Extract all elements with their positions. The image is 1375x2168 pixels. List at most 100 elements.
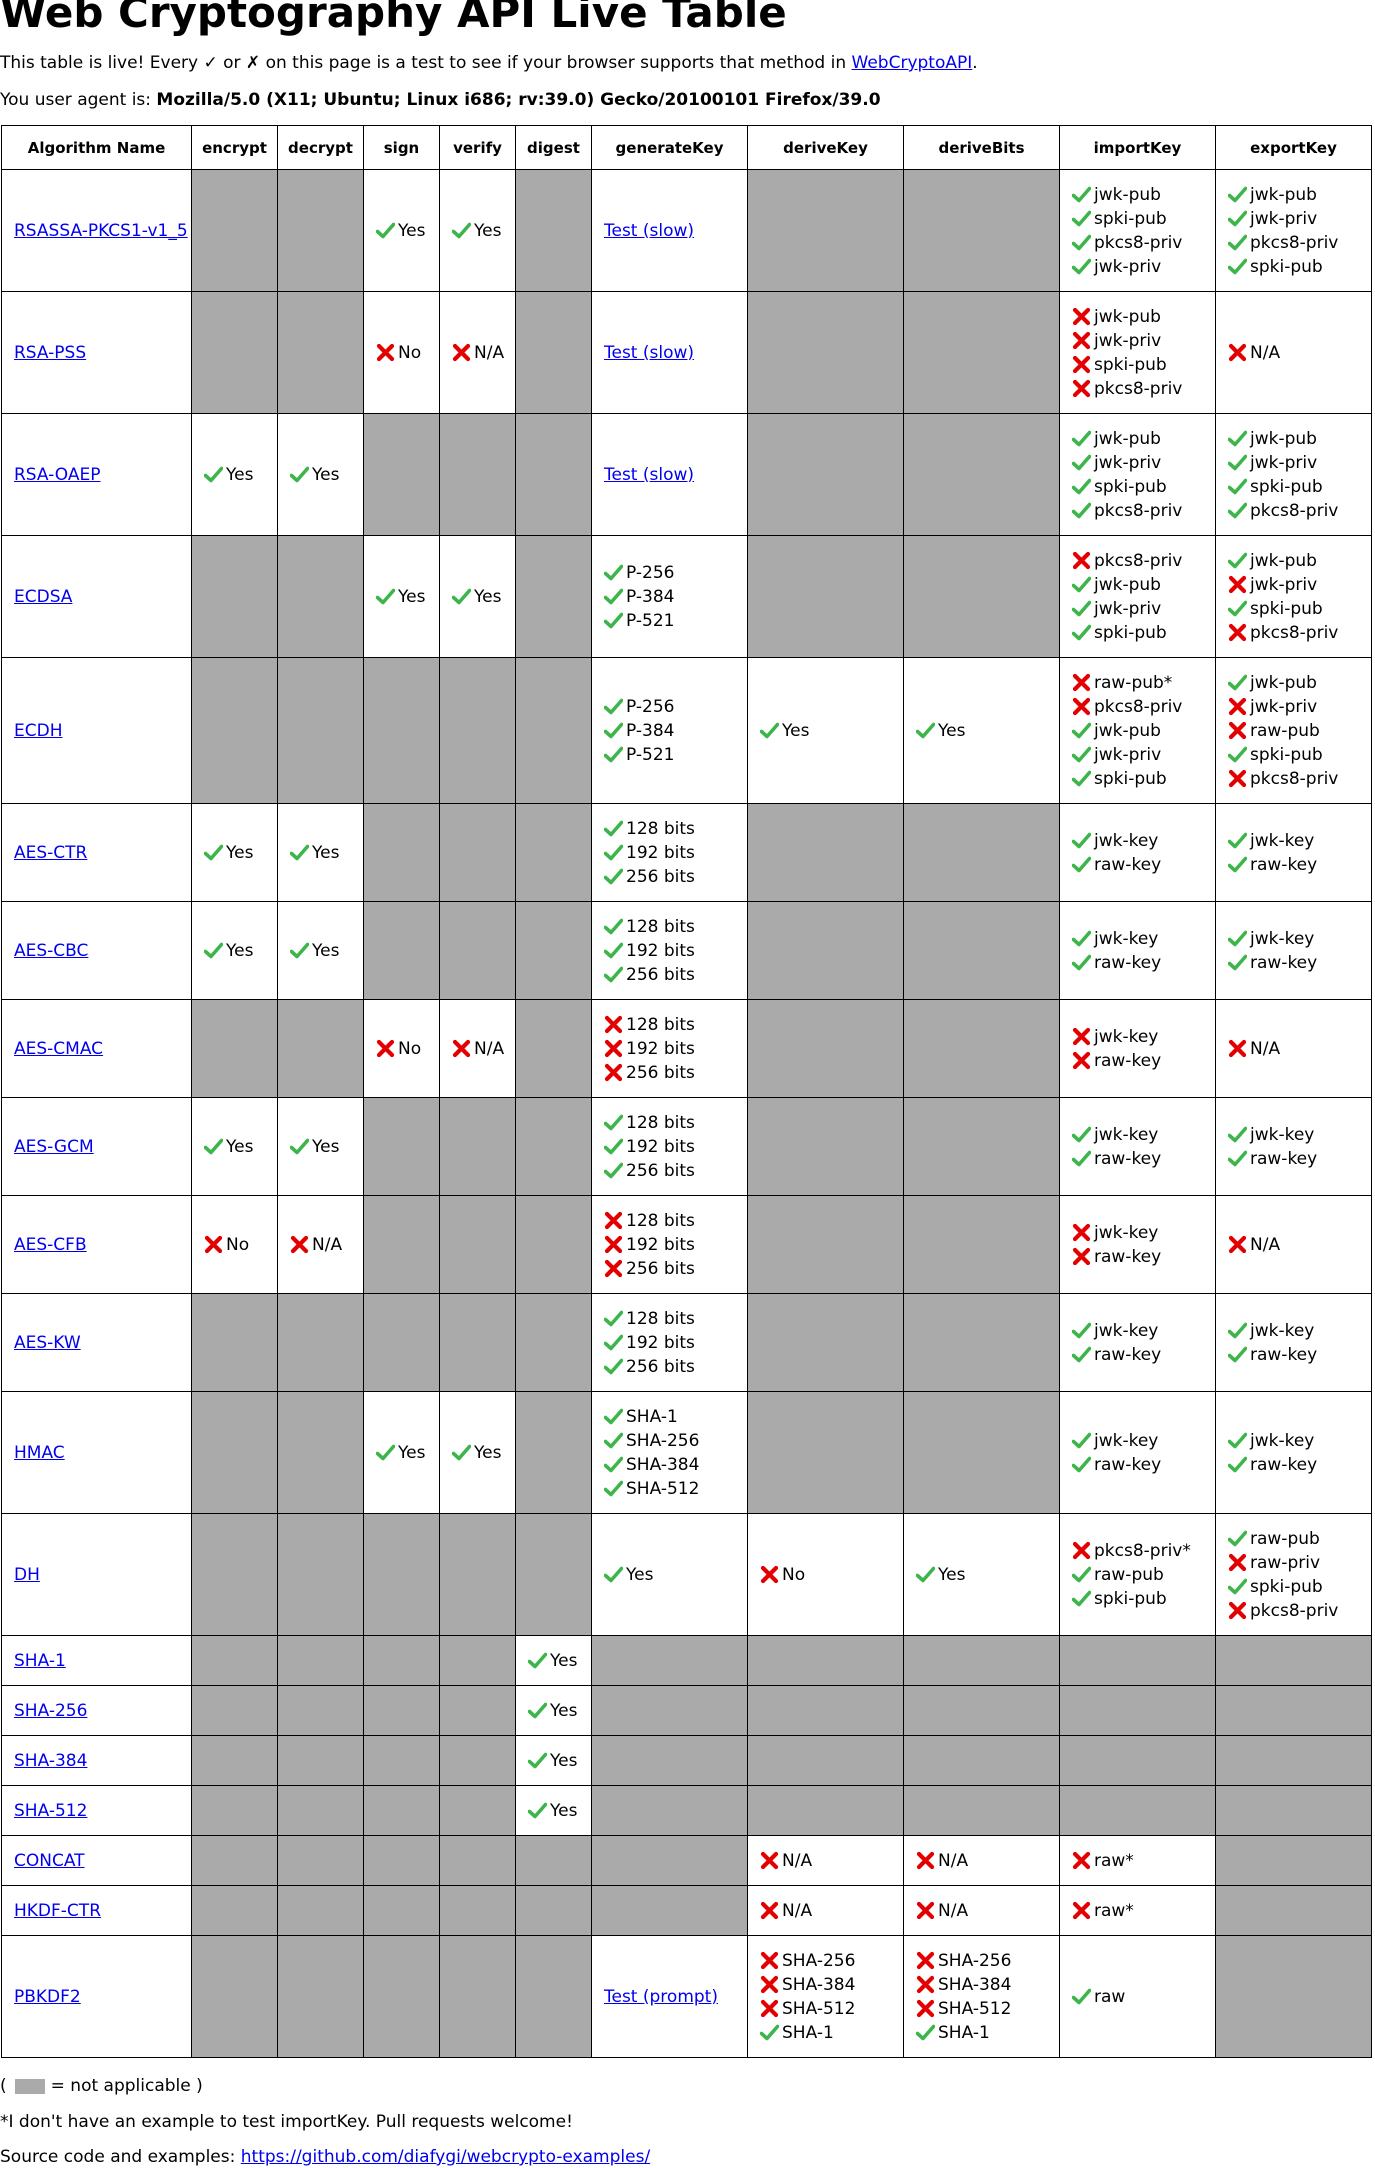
result-label: No: [398, 1038, 422, 1059]
result-line: spki-pub: [1228, 1575, 1371, 1599]
cross-icon: [916, 1951, 935, 1970]
algorithm-link[interactable]: SHA-1: [14, 1650, 66, 1671]
result-line: N/A: [1228, 1233, 1371, 1257]
algorithm-link[interactable]: HKDF-CTR: [14, 1900, 102, 1921]
result-label: raw-key: [1250, 952, 1318, 973]
algorithm-link[interactable]: AES-CMAC: [14, 1038, 104, 1059]
result-line: SHA-512: [760, 1997, 903, 2021]
result-label: jwk-priv: [1250, 574, 1318, 595]
result-line: N/A: [760, 1899, 903, 1923]
result-label: Yes: [226, 464, 254, 485]
result-line: N/A: [1228, 1037, 1371, 1061]
result-label: Yes: [312, 464, 340, 485]
result-label: Yes: [550, 1750, 578, 1771]
result-label: 256 bits: [626, 1258, 695, 1279]
result-line: N/A: [452, 341, 515, 365]
result-label: Yes: [398, 220, 426, 241]
result-label: spki-pub: [1094, 1588, 1167, 1609]
algorithm-link[interactable]: AES-CTR: [14, 842, 88, 863]
algorithm-link[interactable]: PBKDF2: [14, 1986, 81, 2007]
cross-icon: [1228, 721, 1247, 740]
result-line: spki-pub: [1072, 207, 1215, 231]
algorithm-link[interactable]: SHA-256: [14, 1700, 88, 1721]
check-icon: [760, 2023, 779, 2042]
col-header-derivekey: deriveKey: [747, 125, 904, 170]
algorithm-link[interactable]: AES-CBC: [14, 940, 89, 961]
encrypt-not-applicable-cell: [191, 1785, 278, 1836]
algorithm-link[interactable]: AES-CFB: [14, 1234, 87, 1255]
result-label: N/A: [474, 342, 505, 363]
result-label: jwk-priv: [1094, 330, 1162, 351]
algorithm-link[interactable]: ECDH: [14, 720, 63, 741]
algorithm-link[interactable]: HMAC: [14, 1442, 65, 1463]
algorithm-link[interactable]: RSA-OAEP: [14, 464, 101, 485]
result-label: pkcs8-priv: [1250, 232, 1339, 253]
algorithm-link[interactable]: RSA-PSS: [14, 342, 87, 363]
exportkey-cell: N/A: [1215, 999, 1372, 1098]
result-line: spki-pub: [1072, 767, 1215, 791]
result-label: P-384: [626, 720, 675, 741]
verify-not-applicable-cell: [439, 1735, 516, 1786]
algorithm-name-cell: AES-CTR: [1, 803, 192, 902]
algorithm-link[interactable]: AES-GCM: [14, 1136, 94, 1157]
cross-icon: [760, 1975, 779, 1994]
check-icon: [1228, 1125, 1247, 1144]
source-link[interactable]: https://github.com/diafygi/webcrypto-exa…: [240, 2147, 651, 2167]
result-label: raw-pub: [1250, 1528, 1320, 1549]
algorithm-link[interactable]: CONCAT: [14, 1850, 85, 1871]
result-label: 192 bits: [626, 842, 695, 863]
result-line: 128 bits: [604, 1111, 747, 1135]
result-label: jwk-pub: [1250, 672, 1317, 693]
check-icon: [1228, 831, 1247, 850]
encrypt-cell: Yes: [191, 1097, 278, 1196]
encrypt-not-applicable-cell: [191, 999, 278, 1098]
test-link[interactable]: Test (slow): [604, 464, 695, 485]
result-label: spki-pub: [1250, 598, 1323, 619]
algorithm-link[interactable]: SHA-384: [14, 1750, 88, 1771]
algorithm-link[interactable]: DH: [14, 1564, 40, 1585]
test-link-line: Test (prompt): [604, 1985, 747, 2009]
derivekey-not-applicable-cell: [747, 1685, 904, 1736]
verify-not-applicable-cell: [439, 413, 516, 536]
derivebits-not-applicable-cell: [903, 1785, 1060, 1836]
result-line: jwk-key: [1072, 927, 1215, 951]
decrypt-not-applicable-cell: [277, 1391, 364, 1514]
test-link[interactable]: Test (prompt): [604, 1986, 718, 2007]
check-icon: [1228, 599, 1247, 618]
test-link[interactable]: Test (slow): [604, 220, 695, 241]
result-line: jwk-key: [1072, 1221, 1215, 1245]
algorithm-link[interactable]: AES-KW: [14, 1332, 81, 1353]
check-icon: [290, 1137, 309, 1156]
sign-not-applicable-cell: [363, 1935, 440, 2058]
result-label: spki-pub: [1094, 476, 1167, 497]
sign-not-applicable-cell: [363, 657, 440, 804]
result-line: spki-pub: [1072, 621, 1215, 645]
result-line: Yes: [452, 1441, 515, 1465]
result-line: SHA-256: [760, 1949, 903, 1973]
check-icon: [916, 1565, 935, 1584]
result-label: P-256: [626, 696, 675, 717]
test-link[interactable]: Test (slow): [604, 342, 695, 363]
result-label: jwk-key: [1250, 830, 1315, 851]
algorithm-link[interactable]: SHA-512: [14, 1800, 88, 1821]
check-icon: [604, 721, 623, 740]
check-icon: [604, 1333, 623, 1352]
result-label: jwk-priv: [1094, 452, 1162, 473]
legend-text: = not applicable ): [50, 2076, 203, 2096]
result-line: raw-key: [1228, 1343, 1371, 1367]
algorithm-link[interactable]: RSASSA-PKCS1-v1_5: [14, 220, 188, 241]
result-line: 128 bits: [604, 1209, 747, 1233]
derivebits-cell: N/A: [903, 1835, 1060, 1886]
result-line: jwk-priv: [1228, 573, 1371, 597]
algorithm-link[interactable]: ECDSA: [14, 586, 73, 607]
result-label: 192 bits: [626, 1136, 695, 1157]
digest-not-applicable-cell: [515, 901, 592, 1000]
webcryptoapi-link[interactable]: WebCryptoAPI: [851, 53, 973, 73]
exportkey-cell: N/A: [1215, 1195, 1372, 1294]
